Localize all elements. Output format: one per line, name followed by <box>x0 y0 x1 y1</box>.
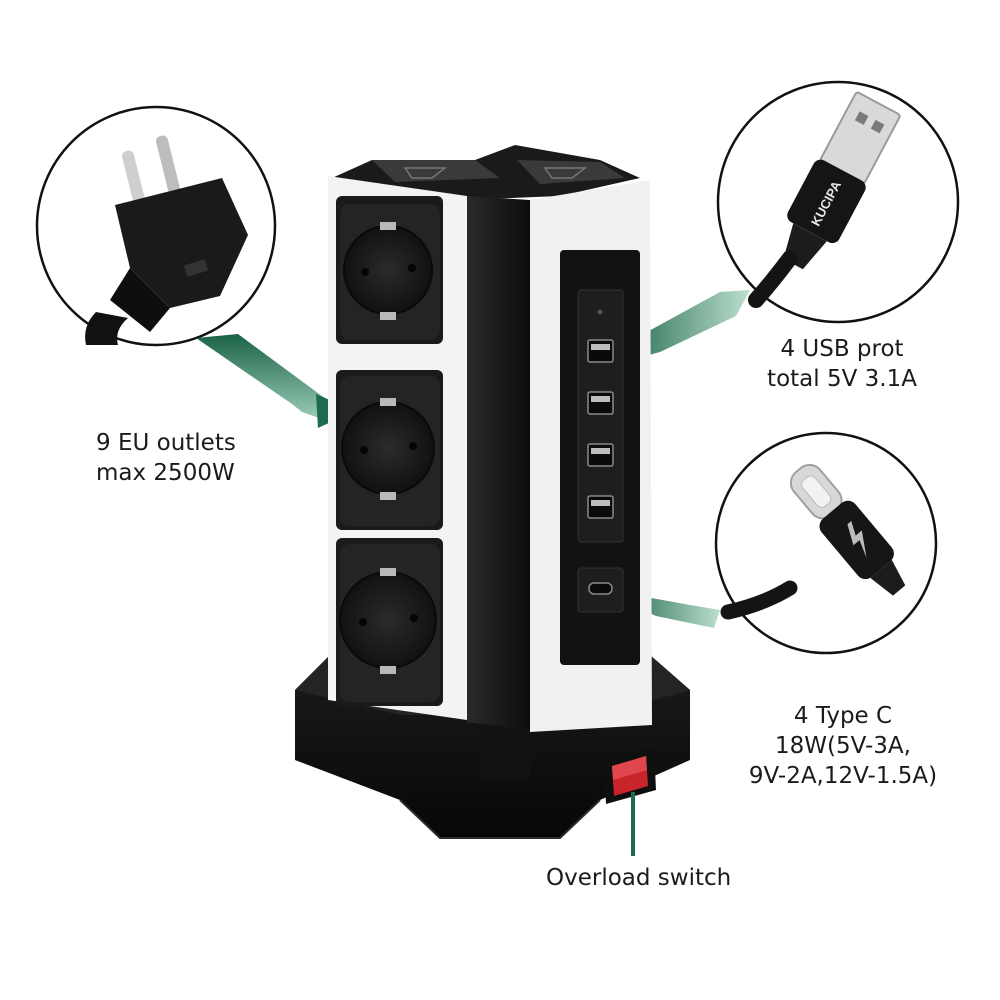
typec-label-line2: 18W(5V-3A, <box>775 733 911 759</box>
typec-label-line1: 4 Type C <box>793 703 893 729</box>
usb-c-cable-icon <box>720 464 906 620</box>
typec-label-line3: 9V-2A,12V-1.5A) <box>748 763 938 789</box>
usb-a-port <box>587 443 614 467</box>
outlets-label-line2: max 2500W <box>96 460 235 486</box>
outlets-label: 9 EU outlets max 2500W <box>96 428 236 488</box>
lightning-icon <box>847 520 867 558</box>
usb-a-port <box>587 391 614 415</box>
power-tower <box>295 145 690 856</box>
overload-switch <box>604 748 656 804</box>
eu-socket-1 <box>336 196 443 344</box>
switch-pointer <box>631 792 635 856</box>
eu-plug-callout <box>35 105 355 428</box>
usb-c-callout <box>606 431 938 655</box>
usb-c-port <box>577 567 624 613</box>
usb-a-callout: KUCIPA <box>606 80 960 366</box>
switch-label: Overload switch <box>546 863 731 893</box>
outlets-label-line1: 9 EU outlets <box>96 430 236 456</box>
tower-top <box>332 145 640 200</box>
usb-label: 4 USB prot total 5V 3.1A <box>752 334 932 394</box>
eu-socket-2 <box>336 370 443 530</box>
usb-label-line1: 4 USB prot <box>780 336 904 362</box>
usb-a-port <box>587 339 614 363</box>
eu-plug-icon <box>85 135 248 345</box>
usb-a-ports <box>577 289 624 543</box>
usb-a-cable-icon: KUCIPA <box>748 91 901 308</box>
typec-label: 4 Type C 18W(5V-3A, 9V-2A,12V-1.5A) <box>728 701 958 791</box>
usb-a-port <box>587 495 614 519</box>
usb-label-line2: total 5V 3.1A <box>767 366 917 392</box>
eu-socket-3 <box>336 538 443 706</box>
switch-label-line1: Overload switch <box>546 865 732 891</box>
